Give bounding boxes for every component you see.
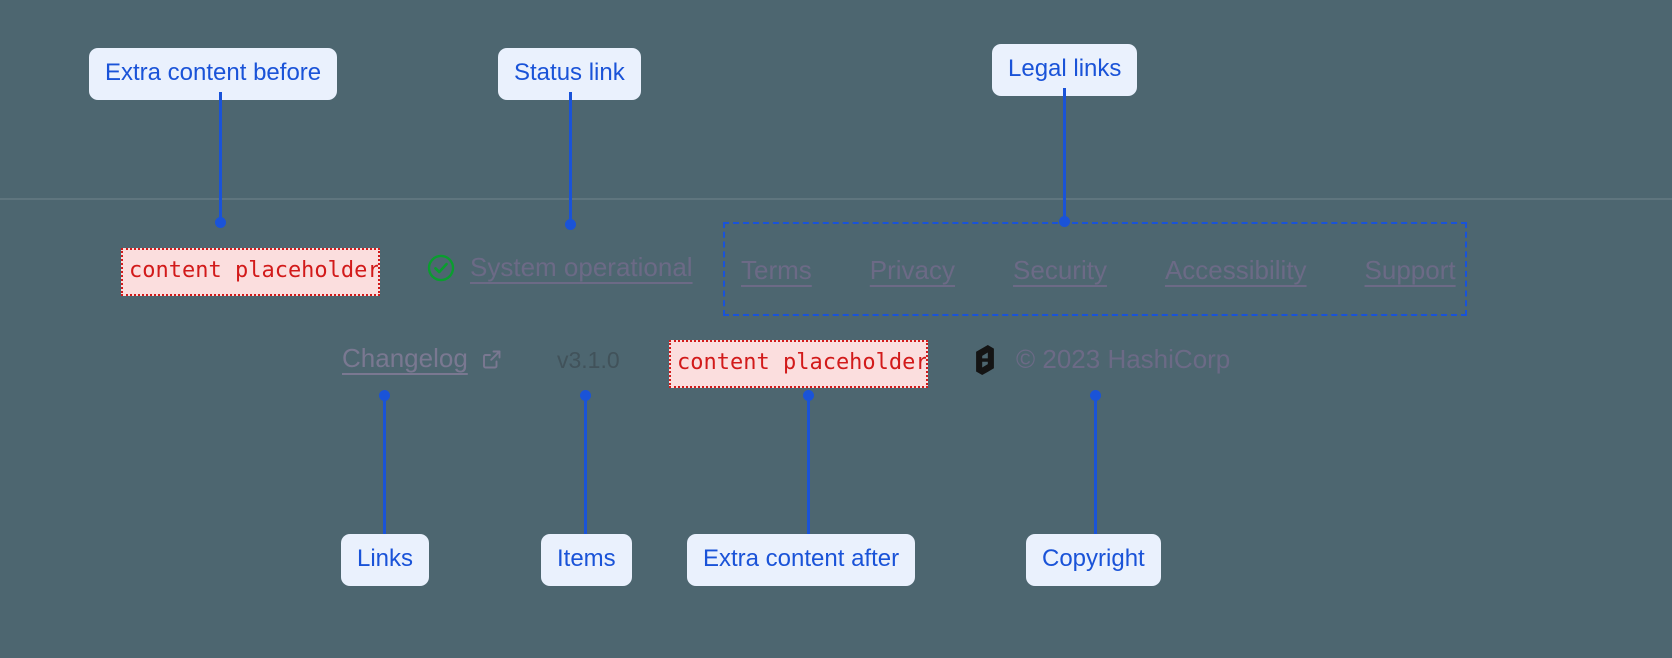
callout-copyright: Copyright (1026, 534, 1161, 586)
leader-line-extra-content-after (807, 395, 810, 535)
footer-band-divider (0, 198, 1672, 200)
leader-dot-status-link (565, 219, 576, 230)
callout-extra-content-after: Extra content after (687, 534, 916, 586)
copyright-group: © 2023 HashiCorp (970, 344, 1230, 375)
legal-link-terms[interactable]: Terms (741, 255, 812, 285)
leader-line-items (584, 395, 587, 535)
leader-line-status-link (569, 92, 572, 224)
content-placeholder-after: content placeholder (669, 340, 928, 389)
version-label: v3.1.0 (557, 347, 620, 373)
legal-link-accessibility[interactable]: Accessibility (1164, 255, 1307, 285)
leader-line-extra-content-before (219, 92, 222, 222)
leader-line-copyright (1094, 395, 1097, 535)
legal-links-list: Terms Privacy Security Accessibility Sup… (741, 255, 1456, 286)
content-placeholder-before: content placeholder (121, 248, 380, 297)
legal-links-highlight-box (723, 222, 1467, 316)
legal-link-privacy[interactable]: Privacy (869, 255, 956, 285)
leader-line-links (383, 395, 386, 535)
copyright-label: © 2023 HashiCorp (1016, 344, 1231, 374)
leader-dot-legal-links (1059, 216, 1070, 227)
legal-link-security[interactable]: Security (1013, 255, 1107, 285)
changelog-label: Changelog (342, 343, 468, 373)
external-link-icon (482, 350, 501, 368)
callout-status-link: Status link (498, 48, 641, 100)
check-circle-icon (427, 254, 455, 281)
status-link-label: System operational (470, 252, 693, 282)
changelog-link[interactable]: Changelog (342, 343, 504, 374)
callout-links: Links (341, 534, 430, 586)
leader-line-legal-links (1063, 88, 1066, 222)
legal-link-support[interactable]: Support (1364, 255, 1456, 285)
callout-items: Items (541, 534, 632, 586)
callout-extra-content-before: Extra content before (89, 48, 338, 100)
hashicorp-logo-icon (976, 344, 994, 375)
callout-legal-links: Legal links (992, 44, 1138, 96)
leader-dot-extra-content-before (215, 217, 226, 228)
status-link[interactable]: System operational (426, 252, 693, 283)
